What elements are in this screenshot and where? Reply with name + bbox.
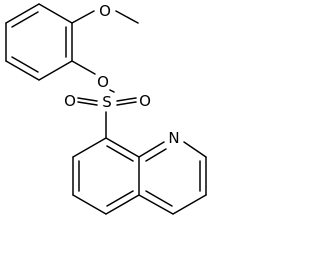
double-bond [77,97,98,102]
double-bond-inner [106,145,134,162]
oxygen-ester-label: O [97,73,109,91]
bond [138,141,165,158]
oxygen-methoxy-label: O [99,2,111,20]
nitrogen-label: N [168,129,179,147]
bond [71,60,96,75]
quinoline-benzo-ring [72,137,140,215]
double-bond [77,101,98,106]
oxygen-sulfonyl-right-label: O [139,92,151,110]
structure-diagram: O O S O O N [5,2,207,215]
bond [172,194,207,215]
bond [5,3,40,24]
sulfur-label: S [102,93,112,111]
quinoline-pyridine-ring [138,141,207,215]
methoxyphenyl-ring [5,3,73,81]
bond [109,89,115,93]
double-bond-inner [145,148,167,162]
double-bond-inner [11,11,39,28]
double-bond-inner [11,56,39,73]
double-bond [116,101,137,106]
bond [72,137,107,158]
bond [138,194,174,215]
bond [38,60,73,81]
molecule-svg: O O S O O N [5,2,207,215]
double-bond-inner [106,190,134,207]
methoxy-group [71,10,139,24]
bond [183,141,207,158]
sulfonyl-group [77,97,137,139]
bond [72,194,107,215]
atom-labels: O O S O O N [64,2,180,147]
bond [105,137,140,158]
bond [71,10,95,24]
bond [5,60,40,81]
bond [115,10,139,24]
bond [38,3,73,24]
double-bond [116,97,137,102]
oxygen-sulfonyl-left-label: O [64,92,76,110]
bond [105,194,140,215]
sulfonate-ester-link [71,60,115,93]
double-bond-inner [145,190,173,207]
